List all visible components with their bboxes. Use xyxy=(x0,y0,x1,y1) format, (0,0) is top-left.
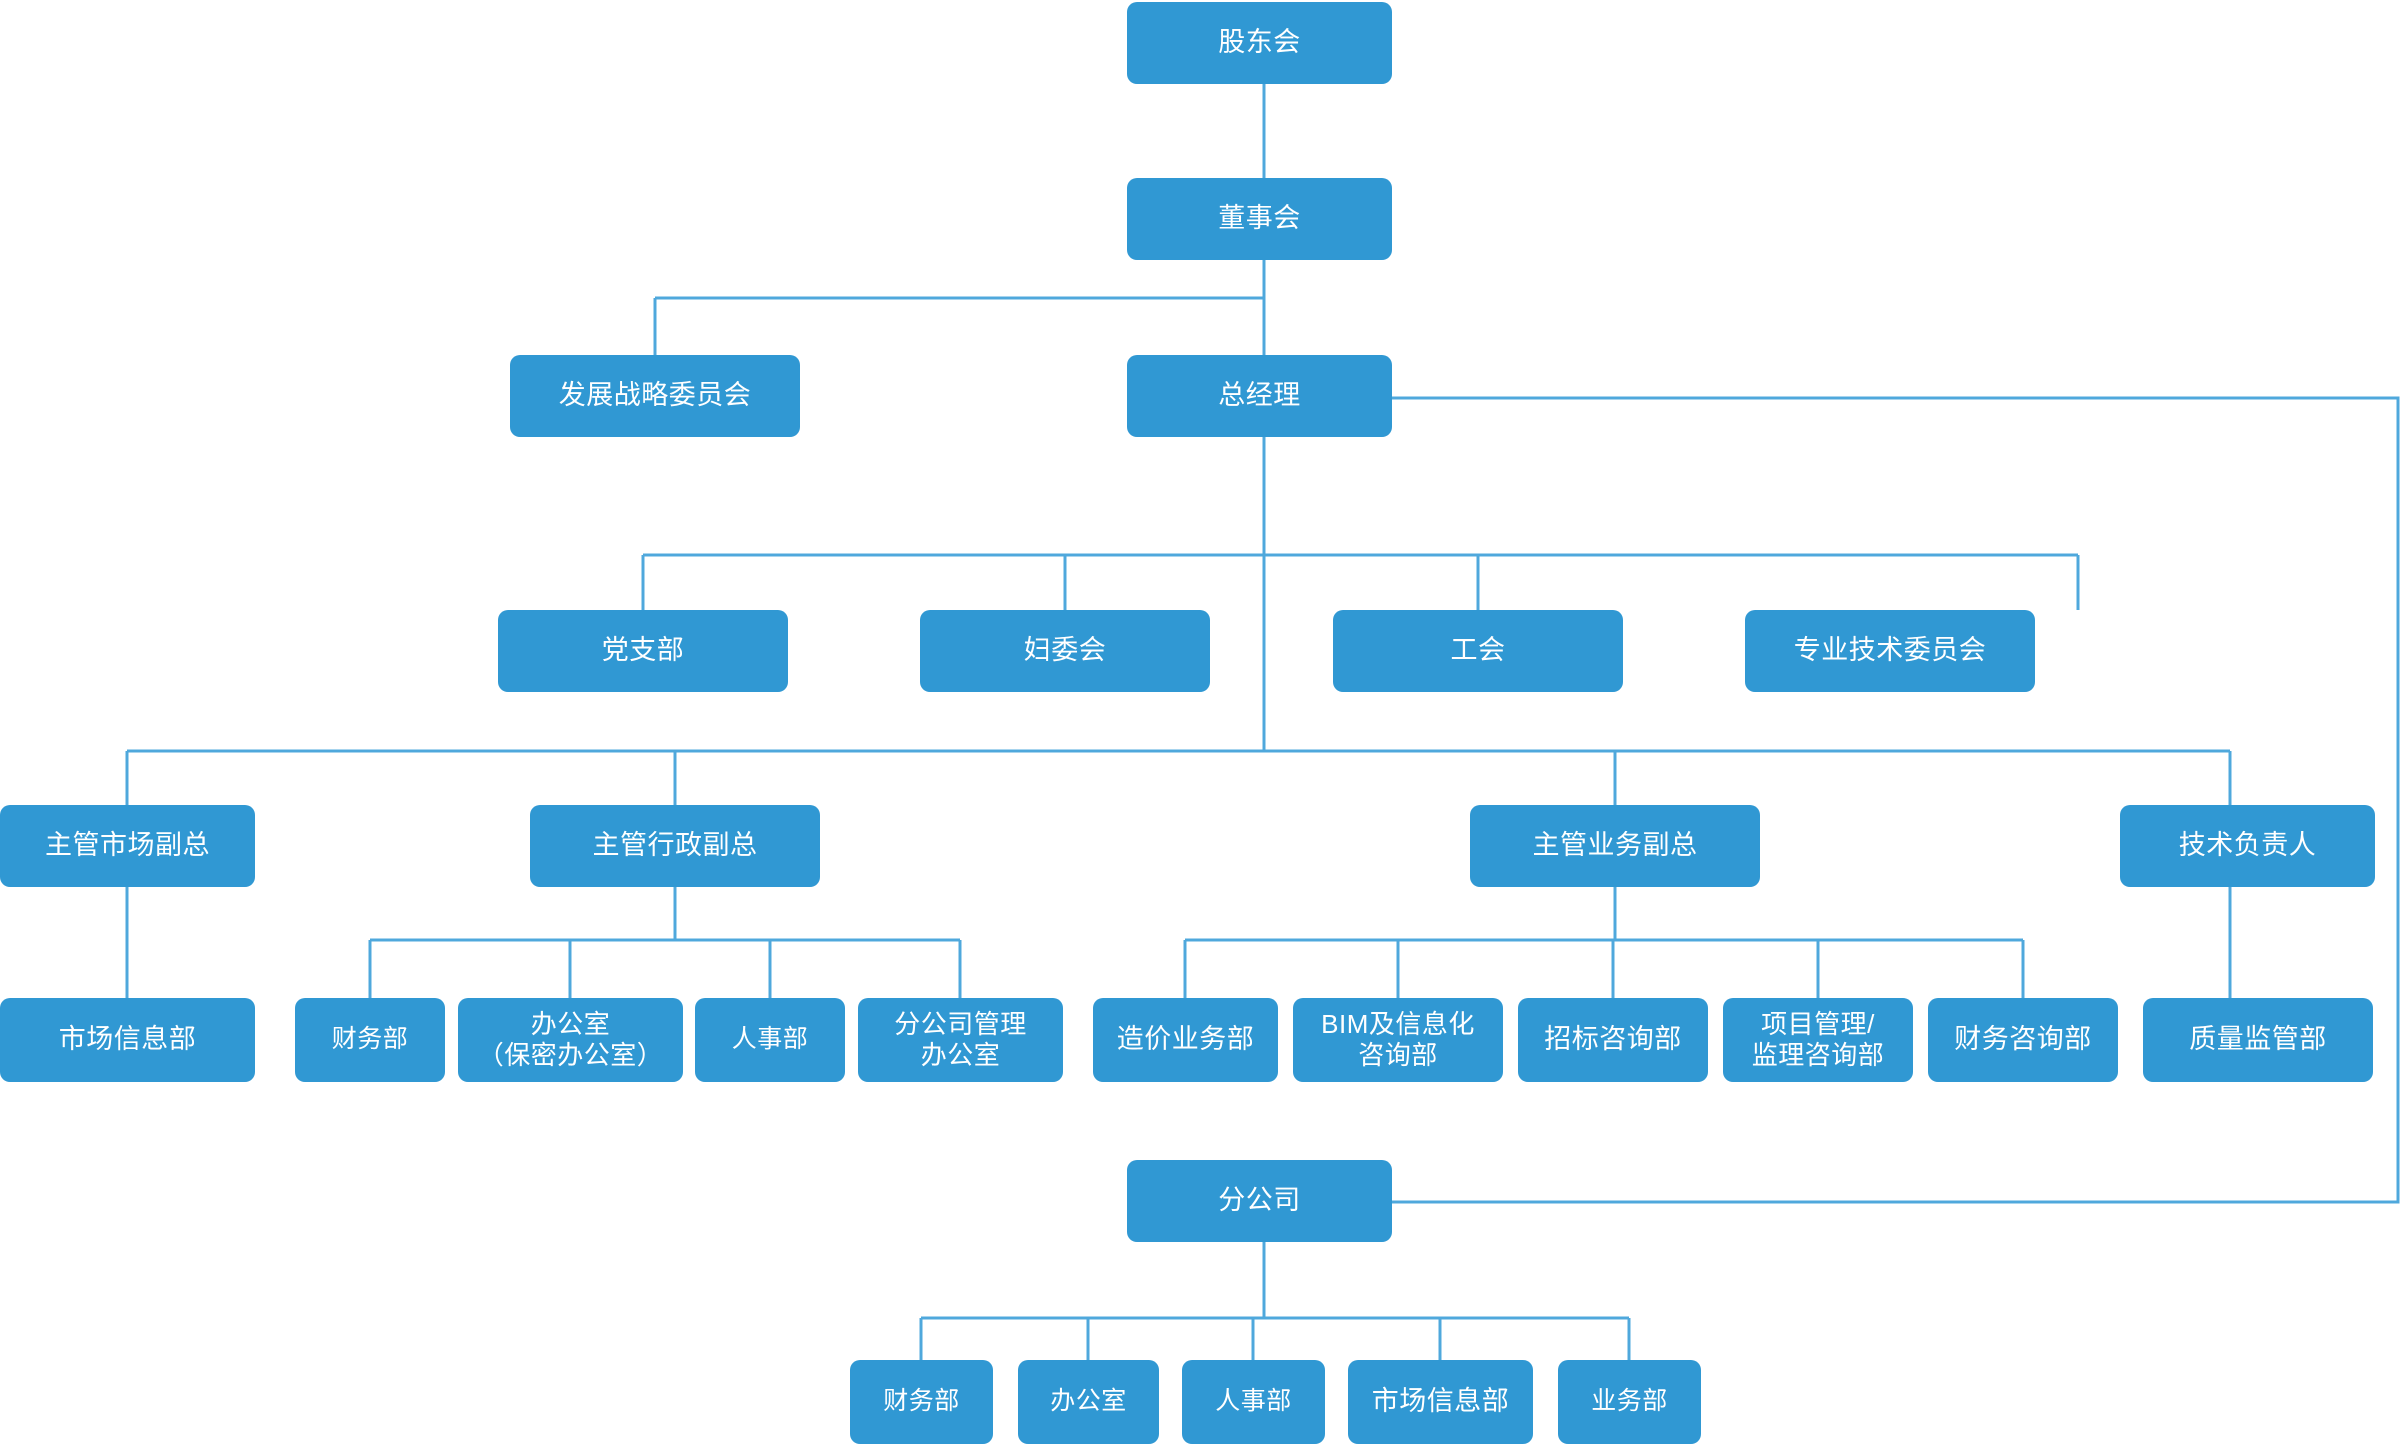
org-node-n9[interactable]: 主管市场副总 xyxy=(0,805,255,887)
org-node-n6[interactable]: 妇委会 xyxy=(920,610,1210,692)
org-node-n7[interactable]: 工会 xyxy=(1333,610,1623,692)
org-node-n4[interactable]: 总经理 xyxy=(1127,355,1392,437)
org-node-n26[interactable]: 办公室 xyxy=(1018,1360,1159,1444)
org-node-n11[interactable]: 主管业务副总 xyxy=(1470,805,1760,887)
connector-path-14 xyxy=(370,887,960,942)
org-node-n5[interactable]: 党支部 xyxy=(498,610,788,692)
org-node-n23[interactable]: 质量监管部 xyxy=(2143,998,2373,1082)
org-node-n3[interactable]: 发展战略委员会 xyxy=(510,355,800,437)
connector-path-1 xyxy=(653,260,1266,355)
org-node-n27[interactable]: 人事部 xyxy=(1182,1360,1325,1444)
connector-path-19 xyxy=(1185,887,2023,942)
org-node-n14[interactable]: 财务部 xyxy=(295,998,445,1082)
org-node-n15[interactable]: 办公室 （保密办公室） xyxy=(458,998,683,1082)
org-node-n21[interactable]: 项目管理/ 监理咨询部 xyxy=(1723,998,1913,1082)
org-node-n8[interactable]: 专业技术委员会 xyxy=(1745,610,2035,692)
org-node-n20[interactable]: 招标咨询部 xyxy=(1518,998,1708,1082)
org-node-n17[interactable]: 分公司管理 办公室 xyxy=(858,998,1063,1082)
org-node-n2[interactable]: 董事会 xyxy=(1127,178,1392,260)
org-node-n13[interactable]: 市场信息部 xyxy=(0,998,255,1082)
org-node-n18[interactable]: 造价业务部 xyxy=(1093,998,1278,1082)
org-node-n25[interactable]: 财务部 xyxy=(850,1360,993,1444)
org-node-n12[interactable]: 技术负责人 xyxy=(2120,805,2375,887)
org-node-n16[interactable]: 人事部 xyxy=(695,998,845,1082)
org-node-n22[interactable]: 财务咨询部 xyxy=(1928,998,2118,1082)
org-node-n1[interactable]: 股东会 xyxy=(1127,2,1392,84)
org-node-n28[interactable]: 市场信息部 xyxy=(1348,1360,1533,1444)
org-node-n10[interactable]: 主管行政副总 xyxy=(530,805,820,887)
org-node-n19[interactable]: BIM及信息化 咨询部 xyxy=(1293,998,1503,1082)
org-node-n29[interactable]: 业务部 xyxy=(1558,1360,1701,1444)
org-node-n24[interactable]: 分公司 xyxy=(1127,1160,1392,1242)
